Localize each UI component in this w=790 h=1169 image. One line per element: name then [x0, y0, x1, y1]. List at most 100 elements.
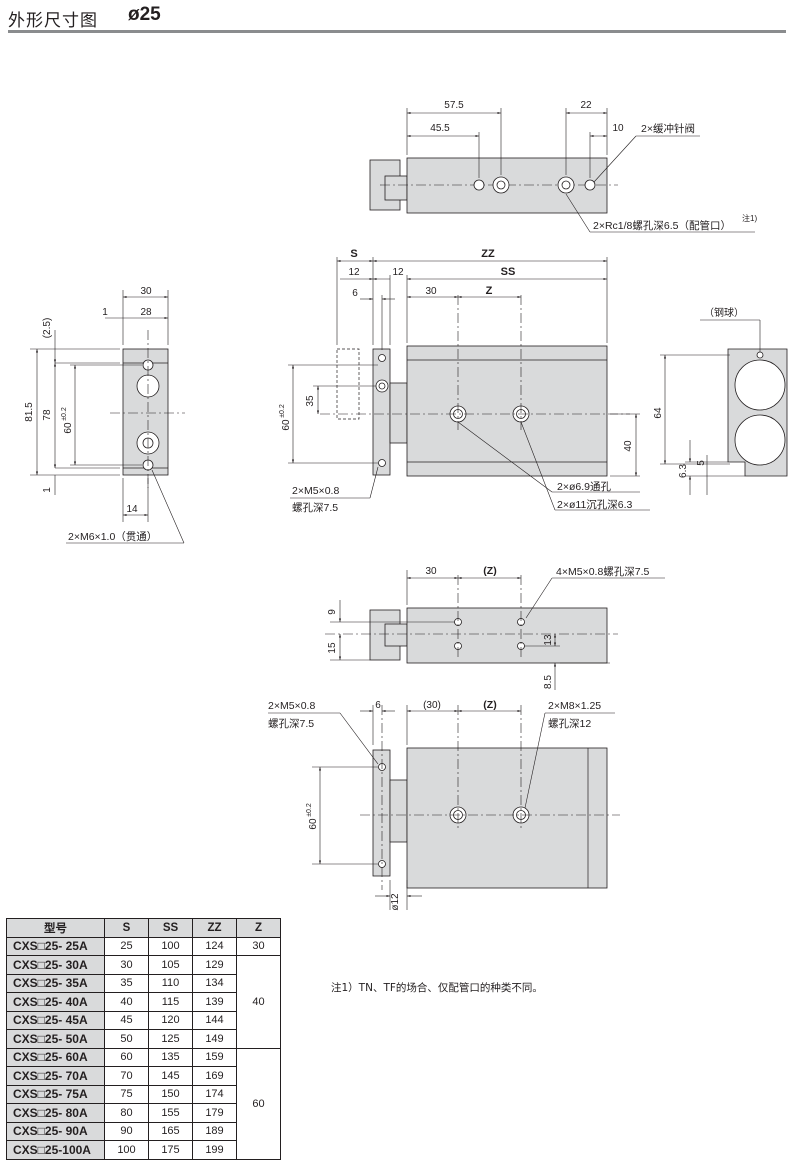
steel-ball-label: （钢球）: [704, 306, 744, 319]
zz-cell: 199: [192, 1140, 237, 1160]
s-cell: 70: [104, 1066, 149, 1086]
dim-Z: (Z): [483, 699, 496, 711]
steel-ball: [756, 351, 764, 359]
dim-2-5: (2.5): [42, 318, 53, 339]
table-header-row: 型号 S SS ZZ Z: [6, 918, 281, 938]
bore-circle: [734, 359, 786, 411]
dim-15: 15: [327, 642, 338, 654]
model-cell: CXS□25- 70A: [6, 1066, 105, 1086]
dim-Z: (Z): [483, 565, 496, 577]
dim-5: 5: [696, 460, 707, 466]
header-rule: [8, 30, 786, 33]
s-cell: 40: [104, 992, 149, 1012]
dim-6: 6: [375, 700, 381, 711]
bore-size: ø25: [128, 4, 161, 25]
m5-callout-2: 螺孔深7.5: [292, 501, 338, 514]
hole-callout-1: 2×ø6.9通孔: [557, 480, 611, 493]
port-hole: [473, 179, 485, 191]
model-cell: CXS□25- 60A: [6, 1047, 105, 1067]
dim-81-5: 81.5: [24, 402, 35, 422]
ss-cell: 125: [148, 1029, 193, 1049]
bottom-body: [406, 607, 608, 664]
tol: ±0.2: [279, 404, 286, 418]
ss-cell: 120: [148, 1010, 193, 1030]
zz-cell: 179: [192, 1103, 237, 1123]
front-rod: [389, 382, 408, 444]
dim-10: 10: [612, 123, 624, 134]
ss-cell: 155: [148, 1103, 193, 1123]
dim-60: 60: [63, 422, 74, 434]
model-cell: CXS□25- 40A: [6, 992, 105, 1012]
dim-57-5: 57.5: [444, 100, 464, 111]
top-stopper: [384, 175, 408, 201]
col-ss: SS: [148, 918, 193, 938]
port-callout: 2×Rc1/8螺孔深6.5（配管口）: [593, 219, 731, 232]
dim-30: (30): [423, 700, 441, 711]
dim-phi12: ø12: [390, 893, 401, 911]
page-header: 外形尺寸图 ø25: [0, 0, 790, 36]
dim-30: 30: [425, 286, 437, 297]
bottom-stopper: [384, 623, 408, 647]
dim-64: 64: [653, 407, 664, 419]
ss-cell: 145: [148, 1066, 193, 1086]
dim-60: 60: [281, 419, 292, 431]
z-cell: 60: [236, 1047, 281, 1160]
s-cell: 80: [104, 1103, 149, 1123]
ss-cell: 165: [148, 1121, 193, 1141]
top-view: 57.5 45.5 22 10 2×缓冲针阀 2×Rc1/8螺孔深6.5（配管口…: [369, 100, 757, 233]
s-cell: 90: [104, 1121, 149, 1141]
zz-cell: 144: [192, 1010, 237, 1030]
ss-cell: 150: [148, 1084, 193, 1104]
footnote: 注1）TN、TF的场合、仅配管口的种类不同。: [331, 982, 543, 994]
m8-callout-1: 2×M8×1.25: [548, 700, 601, 712]
model-cell: CXS□25- 25A: [6, 936, 105, 956]
dim-SS: SS: [501, 266, 516, 278]
front-view: S ZZ 12 12 SS 6 30 Z 60 ±0.2 35 40 2×M5×…: [279, 248, 650, 514]
col-z: Z: [236, 918, 281, 938]
dim-1: 1: [102, 307, 108, 318]
dim-9: 9: [327, 609, 338, 615]
col-model: 型号: [6, 918, 105, 938]
zz-cell: 189: [192, 1121, 237, 1141]
left-view: 30 1 28 (2.5) 81.5 78 60 ±0.2 1 14 2×M6×…: [24, 286, 185, 544]
m5-callout: 4×M5×0.8螺孔深7.5: [556, 565, 650, 578]
zz-cell: 159: [192, 1047, 237, 1067]
dim-12a: 12: [348, 267, 360, 278]
model-cell: CXS□25- 45A: [6, 1010, 105, 1030]
dim-78: 78: [42, 409, 53, 421]
bore-circle: [734, 414, 786, 466]
m5-callout-1: 2×M5×0.8: [292, 485, 339, 497]
dim-22: 22: [580, 100, 592, 111]
ss-cell: 110: [148, 973, 193, 993]
s-cell: 45: [104, 1010, 149, 1030]
z-cell: 40: [236, 955, 281, 1049]
m8-callout-2: 螺孔深12: [548, 717, 591, 730]
ss-cell: 105: [148, 955, 193, 975]
dim-Z: Z: [486, 285, 493, 297]
zz-cell: 149: [192, 1029, 237, 1049]
note-ref: 注1): [742, 213, 757, 223]
b2-rod: [389, 779, 408, 843]
front-body: [406, 345, 608, 477]
ss-cell: 115: [148, 992, 193, 1012]
ss-cell: 135: [148, 1047, 193, 1067]
dim-1b: 1: [42, 487, 53, 493]
s-cell: 25: [104, 936, 149, 956]
dim-35: 35: [305, 395, 316, 407]
ss-cell: 100: [148, 936, 193, 956]
hole-callout-2: 2×ø11沉孔深6.3: [557, 498, 633, 511]
zz-cell: 129: [192, 955, 237, 975]
port-hole: [584, 179, 596, 191]
bottom-view: 30 (Z) 4×M5×0.8螺孔深7.5 9 15 13 8.5: [325, 565, 665, 690]
dim-8-5: 8.5: [543, 675, 554, 689]
z-cell: 30: [236, 936, 281, 956]
